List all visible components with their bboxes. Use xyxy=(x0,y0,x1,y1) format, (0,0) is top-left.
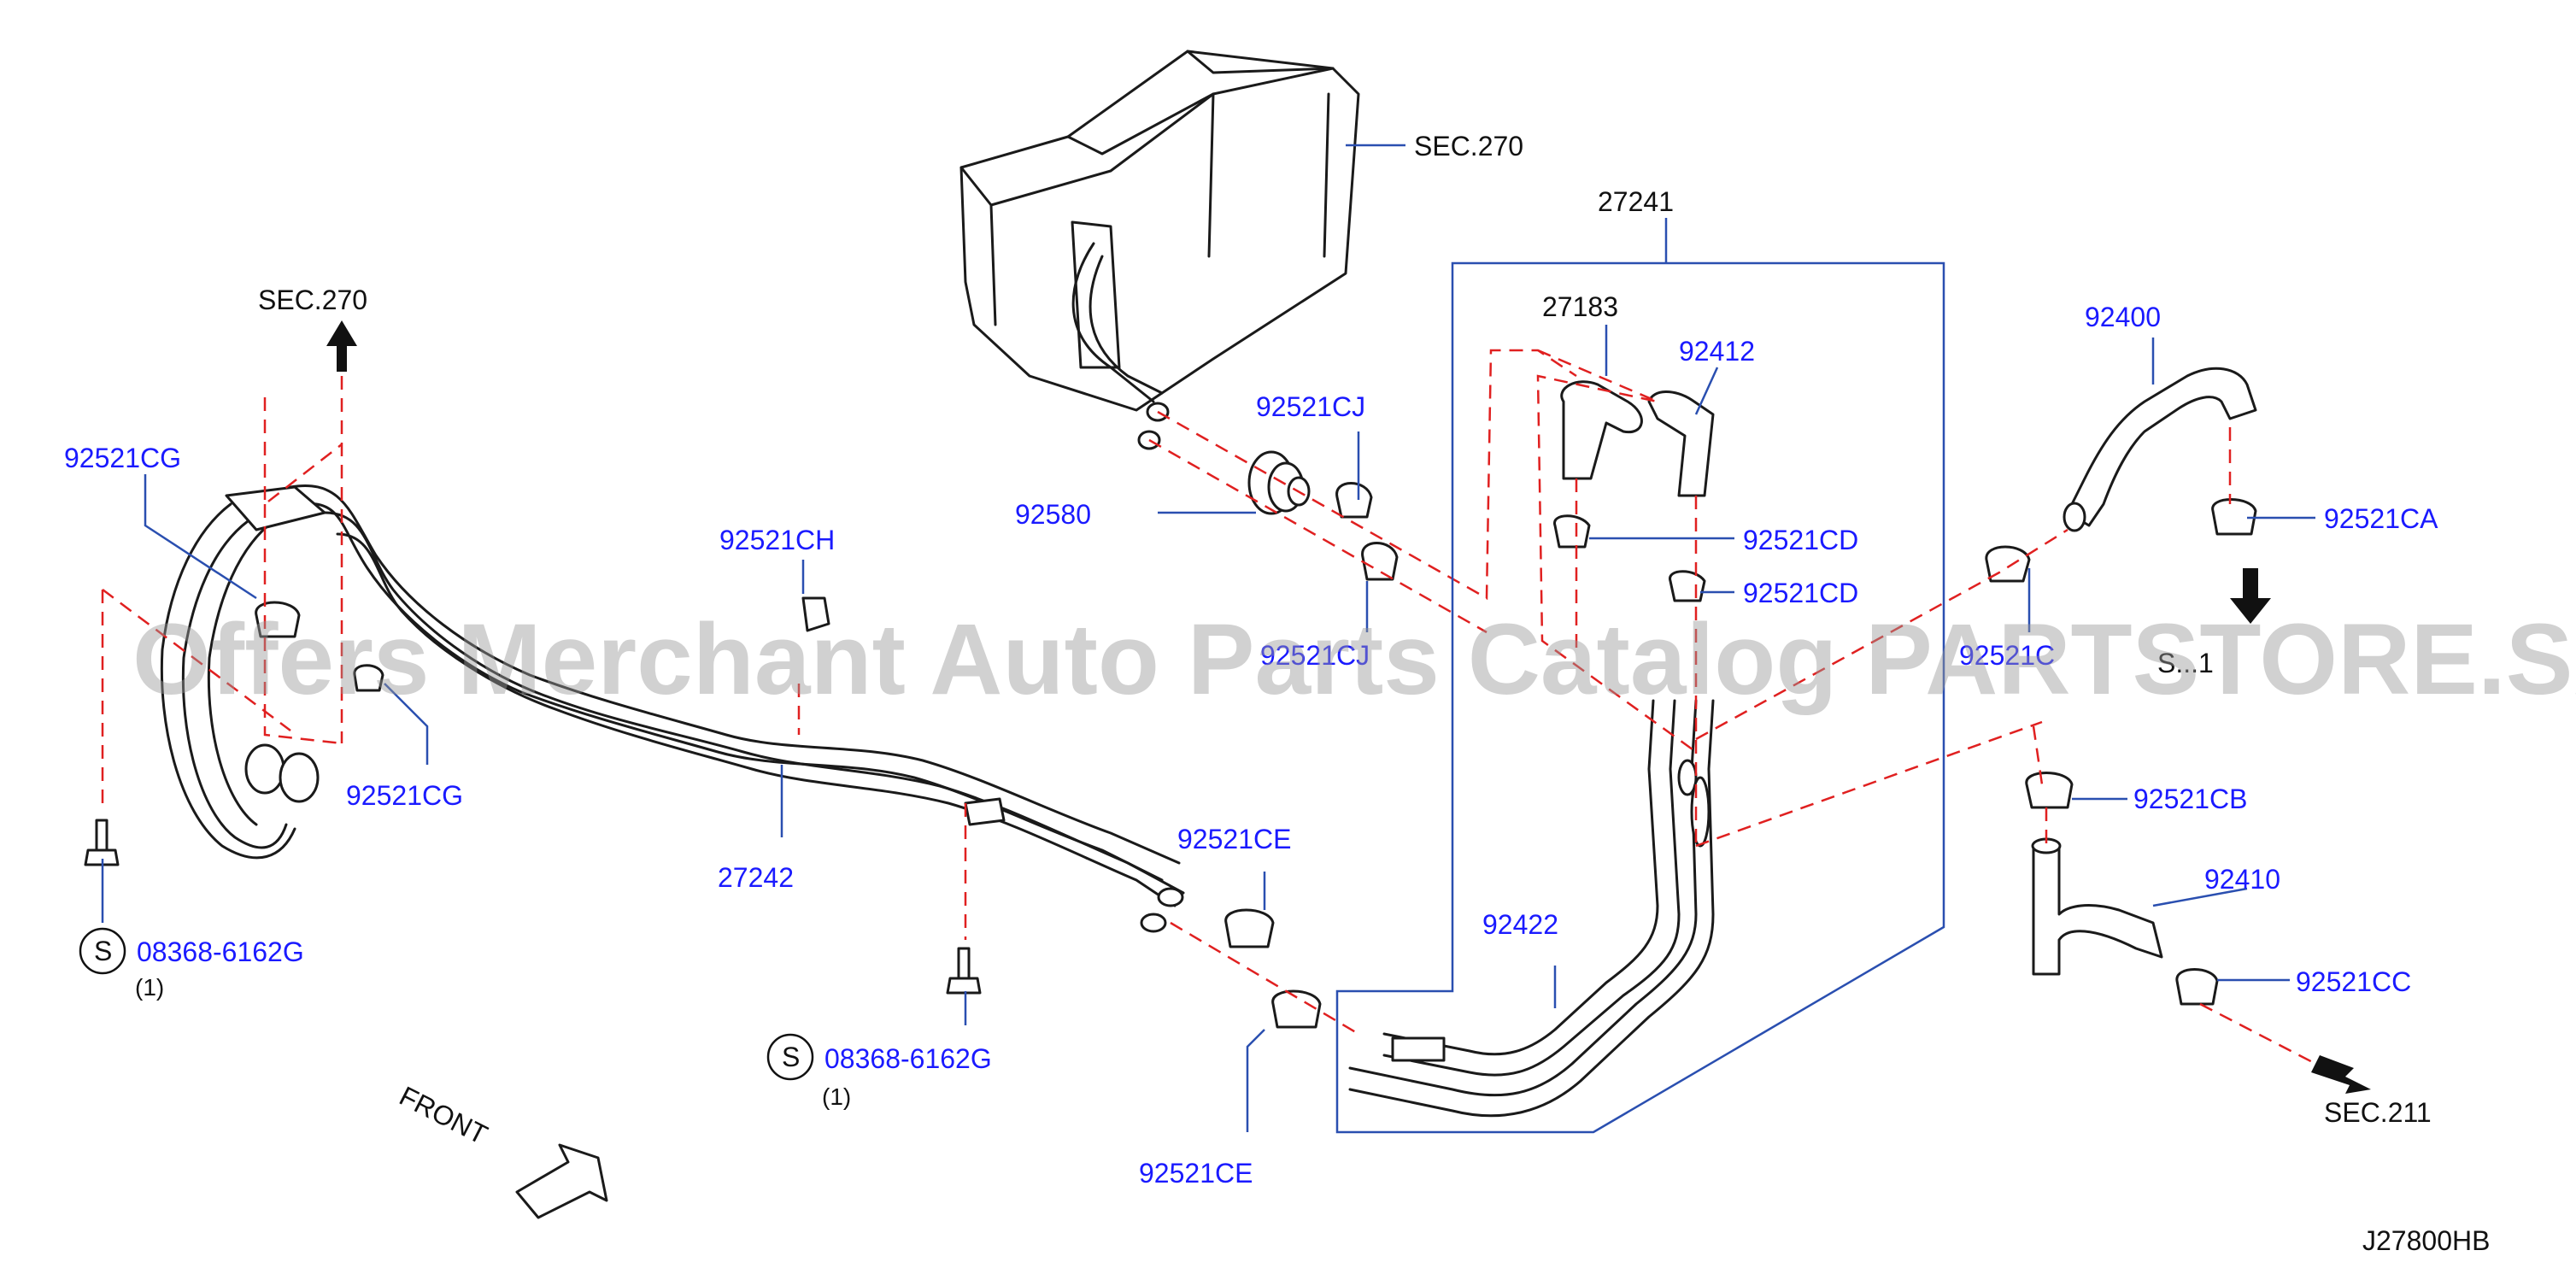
bolt-symbol-circle xyxy=(766,1033,814,1081)
assembly-27241-outline xyxy=(1335,260,1945,1134)
leader-lines xyxy=(101,144,2315,1132)
bolt-symbols: S S xyxy=(79,927,814,1081)
dashed-indicator-lines xyxy=(101,349,2325,1070)
diagram-code: J27800HB xyxy=(2362,1225,2490,1256)
part-label-92521cj-top[interactable]: 92521CJ xyxy=(1256,391,1365,422)
part-label-bolt-left[interactable]: 08368-6162G xyxy=(137,936,304,967)
part-label-27241[interactable]: 27241 xyxy=(1598,186,1674,217)
part-qty-bolt-left: (1) xyxy=(135,974,164,1001)
down-arrow-icon xyxy=(2230,568,2271,624)
part-label-92521cj-bottom[interactable]: 92521CJ xyxy=(1260,640,1370,671)
part-label-27183[interactable]: 27183 xyxy=(1542,291,1618,322)
part-label-92410[interactable]: 92410 xyxy=(2204,864,2280,895)
up-arrow-icon xyxy=(326,320,357,372)
section-label-top-center: SEC.270 xyxy=(1414,131,1523,161)
pipe-27242-drawing xyxy=(160,484,1185,933)
diagonal-arrow-icon xyxy=(2311,1055,2371,1094)
part-qty-bolt-center: (1) xyxy=(822,1083,851,1110)
section-labels: SEC.270 SEC.270 S...1 SEC.211 J27800HB xyxy=(258,131,2490,1256)
watermark-text: Offers Merchant Auto Parts Catalog PARTS… xyxy=(132,603,2576,716)
part-label-92521cd-b[interactable]: 92521CD xyxy=(1743,578,1858,608)
front-label: FRONT xyxy=(395,1080,493,1150)
part-label-27242[interactable]: 27242 xyxy=(718,862,794,893)
front-arrow-icon xyxy=(515,1143,608,1219)
section-arrows xyxy=(326,320,2371,1094)
section-label-bottom-right: SEC.211 xyxy=(2324,1097,2432,1128)
part-label-92521cd-a[interactable]: 92521CD xyxy=(1743,525,1858,555)
part-label-92521ce-top[interactable]: 92521CE xyxy=(1177,824,1291,854)
part-label-92521cb[interactable]: 92521CB xyxy=(2133,784,2247,814)
part-label-92412[interactable]: 92412 xyxy=(1679,336,1755,367)
part-label-92521c-partial[interactable]: 92521C xyxy=(1959,640,2055,671)
part-label-92521ca[interactable]: 92521CA xyxy=(2324,503,2438,534)
part-label-92580[interactable]: 92580 xyxy=(1015,499,1091,530)
clamps-drawing xyxy=(255,596,1322,1029)
part-label-92400[interactable]: 92400 xyxy=(2085,302,2161,332)
front-direction-indicator: FRONT xyxy=(395,1080,608,1219)
part-label-92521ch[interactable]: 92521CH xyxy=(719,525,835,555)
grommet-92580-drawing xyxy=(1247,450,1399,581)
part-label-92521cg-top[interactable]: 92521CG xyxy=(64,443,181,473)
section-label-top-left: SEC.270 xyxy=(258,285,367,315)
part-labels[interactable]: 27241 27183 92412 92400 92521CJ 92580 92… xyxy=(64,186,2438,1189)
bolt-symbol-left: S xyxy=(94,936,112,966)
part-label-bolt-center[interactable]: 08368-6162G xyxy=(824,1043,992,1074)
part-label-92521cc[interactable]: 92521CC xyxy=(2296,966,2411,997)
part-label-92422[interactable]: 92422 xyxy=(1482,909,1558,940)
part-label-92521cg-bottom[interactable]: 92521CG xyxy=(346,780,463,811)
part-label-92521ce-bottom[interactable]: 92521CE xyxy=(1139,1158,1253,1189)
hose-27183-92412-drawing xyxy=(1553,380,1715,602)
bolts-drawing xyxy=(84,819,982,995)
bolt-symbol-circle xyxy=(79,927,126,975)
hose-92400-drawing xyxy=(2063,367,2257,536)
section-label-right-partial: S...1 xyxy=(2157,648,2214,678)
pipe-92422-drawing xyxy=(1348,699,1715,1118)
bolt-symbol-center: S xyxy=(782,1042,800,1072)
heater-unit-drawing xyxy=(959,50,1360,450)
